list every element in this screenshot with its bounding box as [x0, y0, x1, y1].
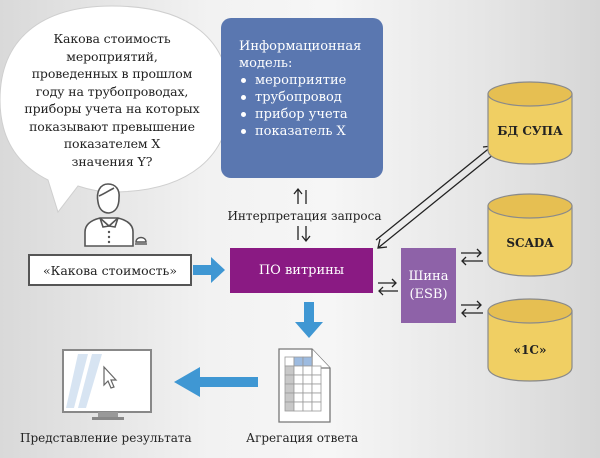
- arrow-down-icon: [295, 302, 323, 338]
- spreadsheet-cell: [302, 392, 313, 403]
- info-model-list: мероприятие трубопровод прибор учета пок…: [239, 72, 383, 140]
- question-line: году на трубопроводах,: [35, 83, 189, 99]
- question-text: Какова стоимость мероприятий, проведенны…: [22, 30, 202, 170]
- vitrina-box: ПО витрины: [230, 248, 373, 293]
- interpretation-label: Интерпретация запроса: [227, 209, 382, 223]
- question-line: значения Y?: [71, 153, 153, 169]
- info-model-item: показатель X: [239, 123, 383, 140]
- arrow-right-icon: [193, 257, 225, 283]
- spreadsheet-cell: [293, 383, 304, 394]
- bidirectional-arrow-icon: [461, 300, 483, 318]
- spreadsheet-cell: [311, 392, 322, 403]
- info-model-item: мероприятие: [239, 72, 383, 89]
- info-model-item: трубопровод: [239, 89, 383, 106]
- bidirectional-arrow-icon: [461, 248, 483, 266]
- database-supa: БД СУПА: [487, 80, 573, 166]
- database-label: SCADA: [506, 236, 554, 250]
- spreadsheet-cell: [302, 401, 313, 412]
- bidirectional-arrow-icon: [378, 278, 398, 296]
- esb-label-line1: Шина: [408, 268, 449, 284]
- spreadsheet-cell: [284, 374, 295, 385]
- interpretation-arrows-icon: [293, 187, 311, 243]
- spreadsheet-cell: [302, 365, 313, 376]
- database-cylinder-icon: [487, 298, 573, 382]
- diagonal-arrows-icon: [375, 145, 495, 249]
- spreadsheet-cell: [302, 383, 313, 394]
- spreadsheet-cell: [311, 401, 322, 412]
- database-1c: «1С»: [487, 297, 573, 383]
- info-model-title: Информационная: [239, 39, 362, 54]
- info-model-subtitle: модель:: [239, 56, 293, 71]
- esb-bus-box: Шина (ESB): [401, 248, 456, 323]
- database-label: «1С»: [513, 343, 547, 357]
- question-line: Какова стоимость: [53, 31, 171, 46]
- info-model-item: прибор учета: [239, 106, 383, 123]
- question-line: показателем X: [63, 136, 161, 151]
- spreadsheet-cell: [293, 392, 304, 403]
- spreadsheet-cell: [293, 401, 304, 412]
- spreadsheet-cell: [311, 365, 322, 376]
- spreadsheet-cell: [293, 374, 304, 385]
- database-cylinder-icon: [487, 193, 573, 277]
- spreadsheet-cell: [311, 383, 322, 394]
- monitor-icon: [62, 349, 152, 420]
- query-text: «Какова стоимость»: [43, 262, 177, 278]
- database-scada: SCADA: [487, 192, 573, 278]
- spreadsheet-cell: [284, 383, 295, 394]
- spreadsheet-cell: [311, 374, 322, 385]
- spreadsheet-document-icon: [278, 348, 331, 423]
- result-caption: Представление результата: [20, 431, 192, 445]
- database-label: БД СУПА: [497, 124, 563, 138]
- spreadsheet-cell: [284, 365, 295, 376]
- question-line: проведенных в прошлом: [31, 66, 193, 81]
- arrow-left-icon: [174, 367, 258, 397]
- spreadsheet-cell: [293, 365, 304, 376]
- information-model-box: Информационная модель: мероприятие трубо…: [221, 18, 383, 178]
- question-line: показывают превышение: [29, 118, 195, 134]
- speech-bubble: Какова стоимость мероприятий, проведенны…: [0, 0, 232, 215]
- spreadsheet-cell: [284, 392, 295, 403]
- query-input-box: «Какова стоимость»: [28, 254, 192, 286]
- esb-label-line2: (ESB): [409, 286, 448, 302]
- vitrina-label: ПО витрины: [258, 263, 345, 278]
- aggregation-caption: Агрегация ответа: [246, 431, 359, 445]
- spreadsheet-cell: [284, 401, 295, 412]
- user-icon: [70, 180, 150, 250]
- question-line: мероприятий,: [66, 48, 158, 64]
- database-cylinder-icon: [487, 81, 573, 165]
- question-line: приборы учета на которых: [24, 101, 200, 116]
- spreadsheet-cell: [302, 374, 313, 385]
